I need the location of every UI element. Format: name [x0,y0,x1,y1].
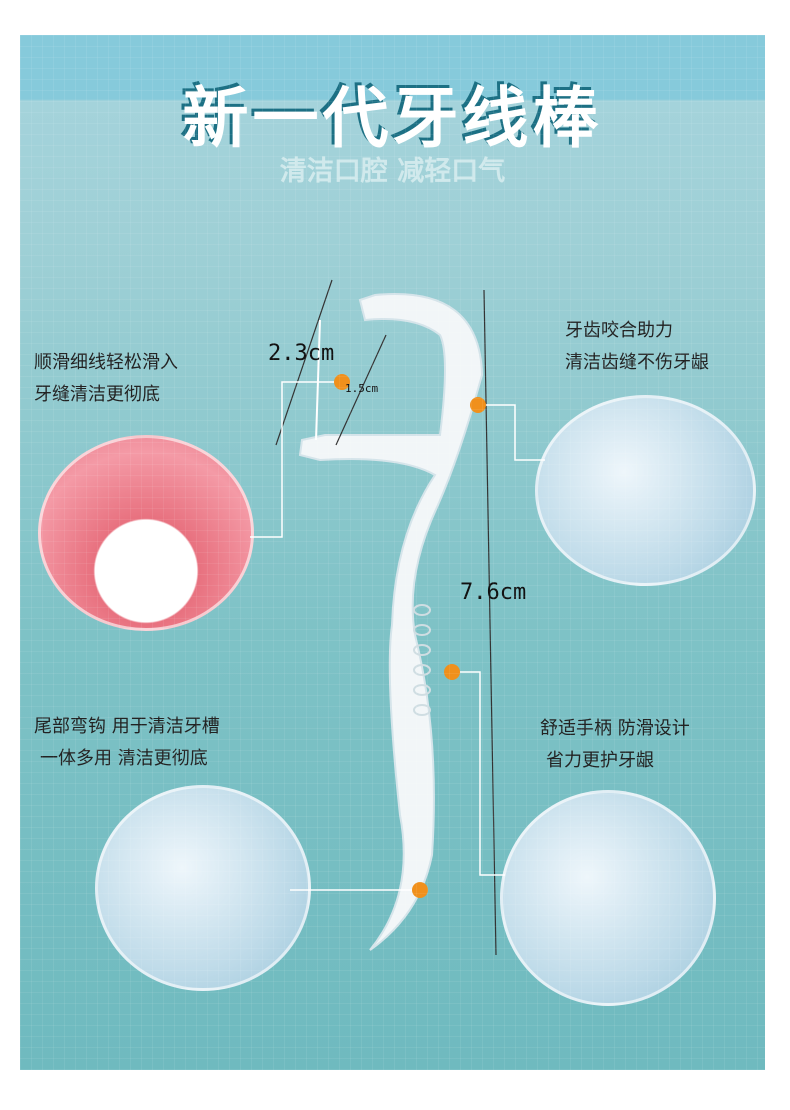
head-width-label: 2.3cm [268,341,335,366]
callout-line: 舒适手柄 防滑设计 [540,718,690,739]
callout-line: 牙齿咬合助力 [565,320,673,341]
callout-hook: 尾部弯钩 用于清洁牙槽 一体多用 清洁更彻底 [34,711,220,775]
callout-line: 顺滑细线轻松滑入 [34,352,178,373]
callout-bite: 牙齿咬合助力 清洁齿缝不伤牙龈 [565,315,709,379]
handle-closeup-image [500,790,716,1006]
hook-closeup-image [95,785,311,991]
callout-line: 牙缝清洁更彻底 [34,384,160,405]
title: 新一代牙线棒 [182,79,603,157]
callout-line: 尾部弯钩 用于清洁牙槽 [34,716,220,737]
product-banner: 新一代牙线棒 清洁口腔 减轻口气 2.3cm 1.5cm 7.6cm 顺滑细线轻… [20,35,765,1070]
floss-length-label: 1.5cm [345,382,379,395]
total-length-label: 7.6cm [460,580,527,605]
callout-line: 清洁齿缝不伤牙龈 [565,352,709,373]
callout-line: 一体多用 清洁更彻底 [40,748,208,769]
teeth-closeup-image [38,435,254,631]
callout-floss: 顺滑细线轻松滑入 牙缝清洁更彻底 [34,347,178,411]
callout-line: 省力更护牙龈 [546,750,654,771]
callout-handle: 舒适手柄 防滑设计 省力更护牙龈 [540,713,690,777]
head-closeup-image [535,395,756,586]
subtitle: 清洁口腔 减轻口气 [279,156,506,187]
floss-pick-illustration [250,279,545,956]
